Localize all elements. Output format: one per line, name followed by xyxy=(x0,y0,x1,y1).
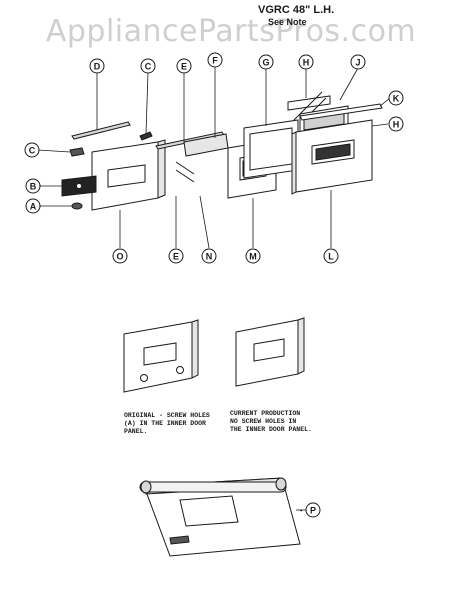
handle-b xyxy=(61,175,97,197)
callout-h-right: H xyxy=(393,120,400,130)
leader-lines xyxy=(37,66,391,249)
callout-j: J xyxy=(355,58,360,68)
diagram-subtitle: See Note xyxy=(268,17,307,27)
callout-m: M xyxy=(249,252,257,262)
callout-l: L xyxy=(328,252,334,262)
inner-door-panel xyxy=(291,119,373,195)
callout-p: P xyxy=(310,506,316,516)
current-inner-door-panel xyxy=(235,317,305,387)
callout-a: A xyxy=(30,202,37,212)
callout-k: K xyxy=(393,94,400,104)
callout-d: D xyxy=(94,62,101,72)
outer-door-panel xyxy=(91,139,166,211)
door-assembly-p xyxy=(139,477,303,557)
callout-letters: D C E F G H J K H C B A O E N M L xyxy=(29,56,400,262)
callout-b: B xyxy=(30,182,37,192)
callout-c: C xyxy=(145,62,152,72)
callout-o: O xyxy=(116,252,123,262)
small-screw-parts xyxy=(69,147,85,210)
callout-circle-p xyxy=(305,502,321,518)
original-inner-door-panel xyxy=(123,319,199,393)
diagram-title: VGRC 48" L.H. xyxy=(258,4,335,16)
callout-c-left: C xyxy=(29,146,36,156)
callout-g: G xyxy=(262,58,269,68)
callout-e: E xyxy=(181,62,187,72)
callout-circles xyxy=(24,52,404,264)
note-original: ORIGINAL - SCREW HOLES (A) IN THE INNER … xyxy=(124,412,210,435)
callout-n: N xyxy=(206,252,213,262)
callout-e-bottom: E xyxy=(173,252,179,262)
strip-k xyxy=(299,103,383,121)
glass-panel-g xyxy=(243,119,299,179)
note-current: CURRENT PRODUCTION NO SCREW HOLES IN THE… xyxy=(230,410,312,433)
callout-h: H xyxy=(303,58,310,68)
callout-f: F xyxy=(212,56,218,66)
